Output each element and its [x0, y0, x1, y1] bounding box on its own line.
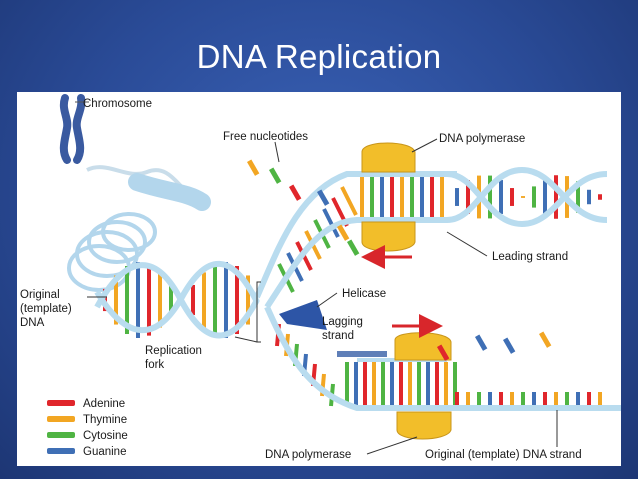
label-original-template-strand: Original (template) DNA strand [425, 449, 582, 461]
fork-bracket [256, 281, 261, 343]
free-nucleotide [246, 159, 260, 176]
slide-title: DNA Replication [196, 38, 442, 75]
label-leading-strand: Leading strand [492, 251, 568, 263]
base-pair [322, 208, 340, 238]
label-original-line2: (template) [20, 303, 72, 315]
label-original-line1: Original [20, 289, 60, 301]
label-replication-fork-line1: Replication [145, 345, 202, 357]
legend-swatch-cytosine [47, 432, 75, 438]
label-chromosome: Chromosome [83, 98, 152, 110]
free-nucleotide [475, 334, 488, 351]
legend-swatch-guanine [47, 448, 75, 454]
free-nucleotide [337, 224, 350, 241]
free-nucleotide [503, 337, 516, 354]
free-nucleotide [269, 167, 282, 184]
legend-label-guanine: Guanine [83, 446, 126, 458]
dna-polymerase-bottom [394, 332, 452, 440]
upper-fork-strands [254, 166, 608, 309]
legend-label-cytosine: Cytosine [83, 430, 128, 442]
chromosome-icon [59, 94, 86, 164]
parent-helix [94, 260, 260, 339]
free-nucleotide [539, 331, 552, 348]
label-dna-polymerase-top: DNA polymerase [439, 133, 525, 145]
label-helicase: Helicase [342, 288, 386, 300]
coiled-dna-fiber [67, 165, 211, 292]
legend-swatch-thymine [47, 416, 75, 422]
label-pointers [87, 138, 558, 455]
label-dna-polymerase-bottom: DNA polymerase [265, 449, 351, 461]
legend-label-thymine: Thymine [83, 414, 127, 426]
dna-replication-diagram: Chromosome Free nucleotides DNA polymera… [20, 94, 621, 461]
free-nucleotide [317, 189, 330, 206]
legend-label-adenine: Adenine [83, 398, 125, 410]
helicase-icon [279, 300, 327, 330]
diagram-panel: Chromosome Free nucleotides DNA polymera… [17, 92, 621, 466]
base-pair [340, 186, 358, 216]
dna-polymerase-top [361, 142, 416, 252]
label-original-line3: DNA [20, 317, 45, 329]
label-replication-fork-line2: fork [145, 359, 164, 371]
free-nucleotide [347, 239, 360, 256]
free-nucleotides [246, 159, 552, 361]
free-nucleotide [288, 184, 302, 201]
label-lagging-line2: strand [322, 330, 354, 342]
label-free-nucleotides: Free nucleotides [223, 131, 308, 143]
free-nucleotide [437, 344, 450, 361]
label-lagging-line1: Lagging [322, 316, 363, 328]
legend-swatch-adenine [47, 400, 75, 406]
